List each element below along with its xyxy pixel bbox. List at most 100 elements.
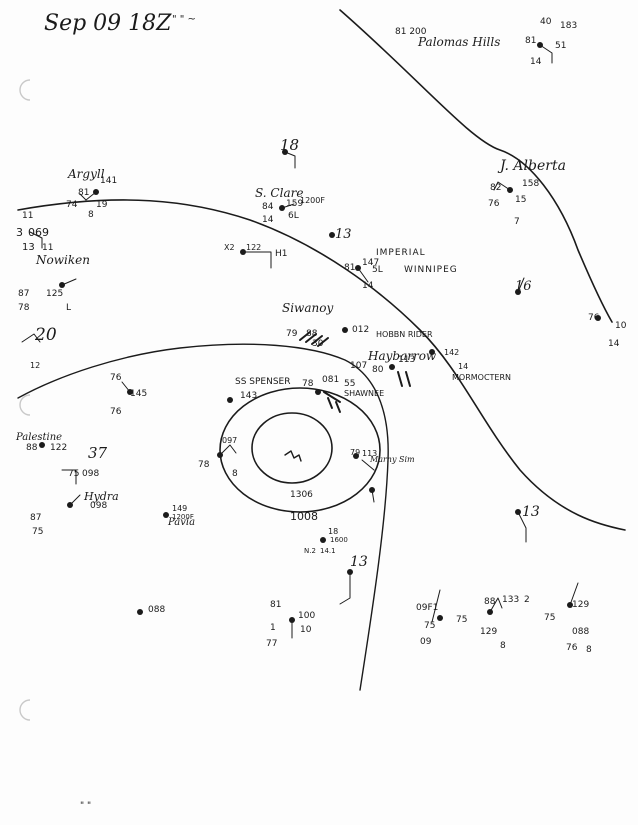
station-value: 10 (615, 321, 627, 331)
station-value: 75 (456, 615, 467, 625)
station-value: 78 (18, 303, 30, 313)
station-value: 76 (110, 407, 122, 417)
station-name: MORMOCTERN (452, 373, 511, 382)
station-value: 12 (30, 361, 40, 370)
station-value: 088 (572, 627, 589, 637)
station-name: Palomas Hills (417, 35, 500, 49)
station-value: 16 (515, 279, 532, 294)
station-name: WINNIPEG (404, 265, 458, 275)
station-value: 10 (300, 625, 312, 635)
station-value: 81 (78, 188, 89, 198)
station-name: Nowiken (35, 253, 90, 267)
isobar-outer (219, 387, 381, 513)
station-value: 40 (540, 17, 552, 27)
station-value: 55 (344, 379, 355, 389)
station-value: 8 (88, 210, 94, 220)
station-value: 13 (22, 242, 35, 253)
station-value: 14 (458, 362, 468, 371)
station-value: 88 (26, 443, 38, 453)
station-name: IMPERIAL (376, 248, 426, 258)
station-value: 14 (530, 57, 542, 67)
station-value: 8 (232, 469, 238, 479)
station-value: 1200F (300, 196, 325, 205)
station-value: 125 (46, 289, 63, 299)
station-value: 20 (34, 325, 57, 345)
station-value: X2 (224, 243, 235, 252)
station-value: 1 (270, 623, 276, 633)
station-value: 88 (484, 597, 496, 607)
isobar-label-1306: 1306 (290, 490, 313, 500)
station-annotations: Palomas Hills 81 200 40 183 81 51 14 18 … (15, 17, 627, 655)
station-value: 100 (298, 611, 315, 621)
station-value: 13 (522, 504, 540, 520)
station-value: 11 (42, 243, 53, 253)
station-value: 37 (88, 444, 108, 462)
isobar-label-1008: 1008 (290, 510, 318, 523)
station-value: 77 (266, 639, 277, 649)
station-value: 51 (555, 41, 566, 51)
station-value: 158 (522, 179, 539, 189)
station-value: 11 (22, 211, 33, 221)
station-value: 113 (398, 355, 415, 365)
station-value: 76 (588, 313, 600, 323)
station-value: 122 (246, 243, 261, 252)
station-value: 84 (262, 202, 274, 212)
station-value: 122 (50, 443, 67, 453)
station-name: HOBBN RIDER (376, 330, 433, 339)
station-value: 6L (288, 211, 299, 221)
isobar-inner (251, 412, 333, 484)
station-value: 80 (372, 365, 384, 375)
station-name: SS SPENSER (235, 377, 291, 387)
station-value: 87 (18, 289, 29, 299)
station-value: 069 (28, 226, 49, 239)
station-value: 14 (262, 215, 274, 225)
station-value: Marny Sim (369, 455, 415, 464)
station-name: Argyll (67, 167, 105, 181)
station-value: 78 (302, 379, 314, 389)
station-glyphs (21, 42, 601, 639)
station-value: 14.1 (320, 547, 336, 555)
station-value: 107 (350, 361, 367, 371)
station-value: 13 (350, 554, 368, 570)
station-value: 081 (322, 375, 339, 385)
station-value: 097 (222, 436, 237, 445)
station-value: 129 (480, 627, 497, 637)
station-value: 133 (502, 595, 519, 605)
station-name: S. Clare (255, 186, 303, 200)
station-value: 8 (500, 641, 506, 651)
station-value: 87 (30, 513, 41, 523)
station-value: 78 (198, 460, 210, 470)
station-value: 113 (362, 449, 377, 458)
station-value: 098 (90, 501, 107, 511)
station-value: 19 (96, 200, 108, 210)
front-lines (17, 9, 626, 691)
station-value: 18 (328, 527, 338, 536)
station-value: 8 (586, 645, 592, 655)
station-value: 141 (100, 176, 117, 186)
station-value: H1 (275, 249, 288, 259)
station-value: 82 (490, 183, 501, 193)
station-value: 76 (566, 643, 578, 653)
station-value: 1600 (330, 536, 348, 544)
station-value: 75 (424, 621, 435, 631)
station-value: 7 (514, 217, 520, 227)
station-value: 147 (362, 258, 379, 268)
station-value: 143 (240, 391, 257, 401)
station-name: SHAWNEE (344, 389, 384, 398)
station-value: 30 (312, 339, 324, 349)
station-value: 098 (82, 469, 99, 479)
station-value: 81 (525, 36, 536, 46)
hole-punches (19, 79, 31, 721)
station-value: 09 (420, 637, 432, 647)
station-value: 88 (306, 329, 318, 339)
station-value: 159 (286, 199, 303, 209)
station-value: 76 (488, 199, 500, 209)
station-value: N.2 (304, 547, 316, 555)
station-value: 75 (68, 469, 79, 479)
station-value: 18 (280, 136, 299, 154)
station-value: 3 (16, 226, 23, 239)
station-value: 14 (362, 281, 374, 291)
low-center-glyph (284, 450, 302, 462)
station-value: 81 (344, 263, 355, 273)
station-value: 088 (148, 605, 165, 615)
